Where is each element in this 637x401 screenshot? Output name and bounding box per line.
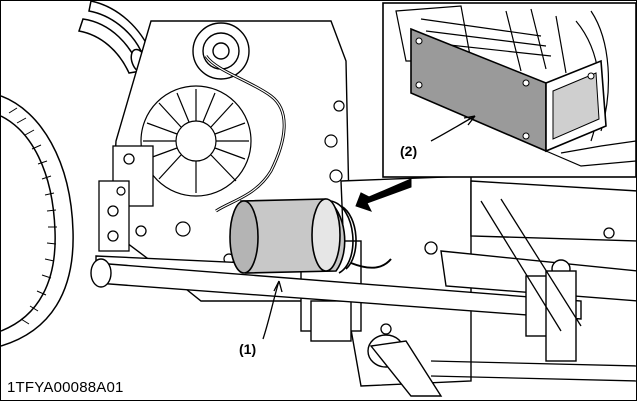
figure-code: 1TFYA00088A01 [7, 379, 124, 396]
inset-panel [382, 2, 636, 178]
oil-filter [229, 198, 392, 274]
callout-label-2: (2) [400, 143, 418, 159]
leader-line-2 [430, 115, 476, 142]
front-tire [1, 95, 74, 347]
steering-linkage [380, 198, 636, 382]
callout-label-1: (1) [239, 341, 257, 357]
direction-arrow [355, 178, 412, 212]
leader-line-1 [262, 280, 283, 340]
tie-rod [90, 258, 582, 397]
fan-cover [140, 85, 252, 197]
